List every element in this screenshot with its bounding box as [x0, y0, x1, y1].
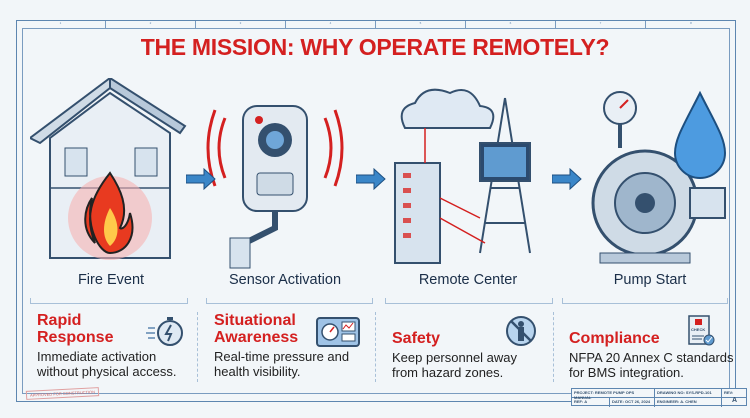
checklist-icon: CHECK — [686, 314, 716, 348]
tb-project: PROJECT: REMOTE PUMP OPS MANUAL — [572, 389, 655, 400]
tb-drawing-no: DRAWING NO: SYS-RPD-101 — [655, 389, 722, 398]
card-separator — [197, 312, 198, 382]
sensor-camera-icon — [206, 105, 344, 269]
step-label-sensor-activation: Sensor Activation — [228, 272, 342, 288]
card-separator — [553, 312, 554, 382]
section-divider — [30, 298, 188, 304]
step-label-remote-center: Remote Center — [418, 272, 518, 288]
ruler-cell: 4 — [286, 21, 376, 28]
tb-rev-label: REV: — [722, 389, 747, 398]
page-title: THE MISSION: WHY OPERATE REMOTELY? — [140, 34, 610, 60]
tb-ref: REF: A — [572, 398, 610, 407]
stopwatch-icon — [146, 317, 183, 346]
arrow-right-icon — [186, 168, 216, 190]
card-title: Safety — [392, 330, 441, 347]
arrow-right-icon — [552, 168, 582, 190]
drawing-inner-frame — [22, 28, 730, 394]
ruler-cell: 1 — [16, 21, 106, 28]
ruler-cell: 3 — [196, 21, 286, 28]
tb-date: DATE: OCT 26, 2024 — [610, 398, 655, 407]
dashboard-icon — [316, 317, 360, 347]
burning-house-icon — [30, 78, 187, 260]
remote-center-icon — [394, 88, 531, 264]
step-label-pump-start: Pump Start — [613, 272, 687, 288]
ruler-cell: 8 — [690, 21, 692, 25]
card-title: Compliance — [569, 330, 660, 347]
card-separator — [375, 312, 376, 382]
tb-engineer: ENGINEER: A. CHEN — [655, 398, 722, 407]
ruler-cell: 7 — [556, 21, 646, 28]
arrow-right-icon — [356, 168, 386, 190]
section-divider — [206, 298, 373, 304]
title-block: PROJECT: REMOTE PUMP OPS MANUAL DRAWING … — [571, 388, 747, 407]
drawing-frame — [16, 20, 736, 402]
tb-rev-value: A — [731, 397, 738, 404]
ruler-cell: 2 — [106, 21, 196, 28]
pump-icon — [591, 90, 727, 264]
ruler-cell: 6 — [466, 21, 556, 28]
step-label-fire-event: Fire Event — [77, 272, 145, 288]
no-personnel-icon — [506, 316, 536, 346]
section-divider — [562, 298, 728, 304]
ruler-cell: 5 — [376, 21, 466, 28]
section-divider — [385, 298, 553, 304]
